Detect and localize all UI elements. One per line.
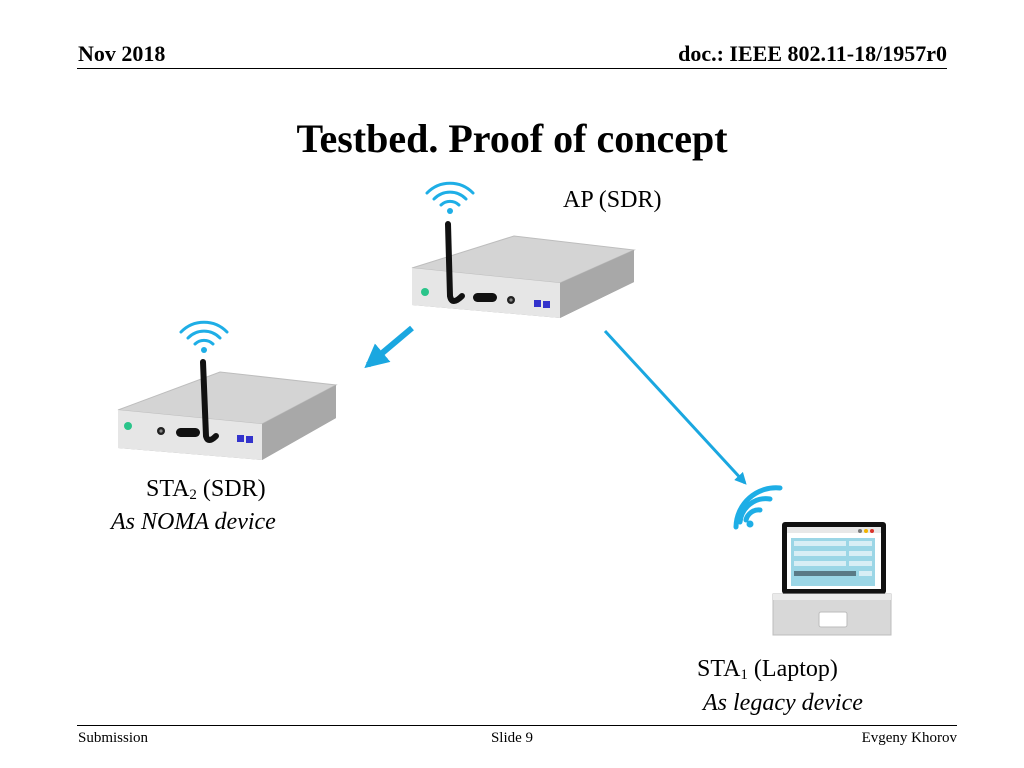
sta2-router-icon — [117, 359, 338, 460]
footer-rule — [77, 725, 957, 726]
ap-label: AP (SDR) — [563, 187, 662, 213]
ap-led-icon — [421, 288, 429, 296]
header-rule — [77, 68, 947, 69]
sta1-description: As legacy device — [703, 690, 863, 716]
header-doc-id: doc.: IEEE 802.11-18/1957r0 — [678, 41, 947, 66]
footer-slide-number: Slide 9 — [490, 730, 534, 746]
arrow-to-sta1-icon — [603, 329, 747, 485]
sta2-label: STA2 (SDR) — [146, 476, 266, 503]
ap-wifi-icon — [425, 181, 475, 214]
ap-router-icon — [411, 221, 636, 318]
sta2-port-icon — [176, 428, 200, 437]
sta1-wifi-icon — [733, 485, 783, 530]
sta1-label: STA1 (Laptop) — [697, 656, 838, 683]
footer-author: Evgeny Khorov — [861, 730, 957, 746]
sta2-antenna-icon — [200, 359, 219, 443]
slide-title: Testbed. Proof of concept — [296, 116, 728, 161]
laptop-icon — [772, 522, 892, 636]
sta2-description: As NOMA device — [111, 509, 276, 535]
ap-port-icon — [473, 293, 497, 302]
sta2-wifi-icon — [179, 320, 229, 353]
touchpad-icon — [818, 611, 848, 628]
header-date: Nov 2018 — [78, 41, 166, 66]
footer-submission: Submission — [78, 730, 149, 746]
arrow-to-sta2-icon — [364, 325, 414, 369]
ap-antenna-icon — [445, 221, 465, 304]
sta2-led-icon — [124, 422, 132, 430]
